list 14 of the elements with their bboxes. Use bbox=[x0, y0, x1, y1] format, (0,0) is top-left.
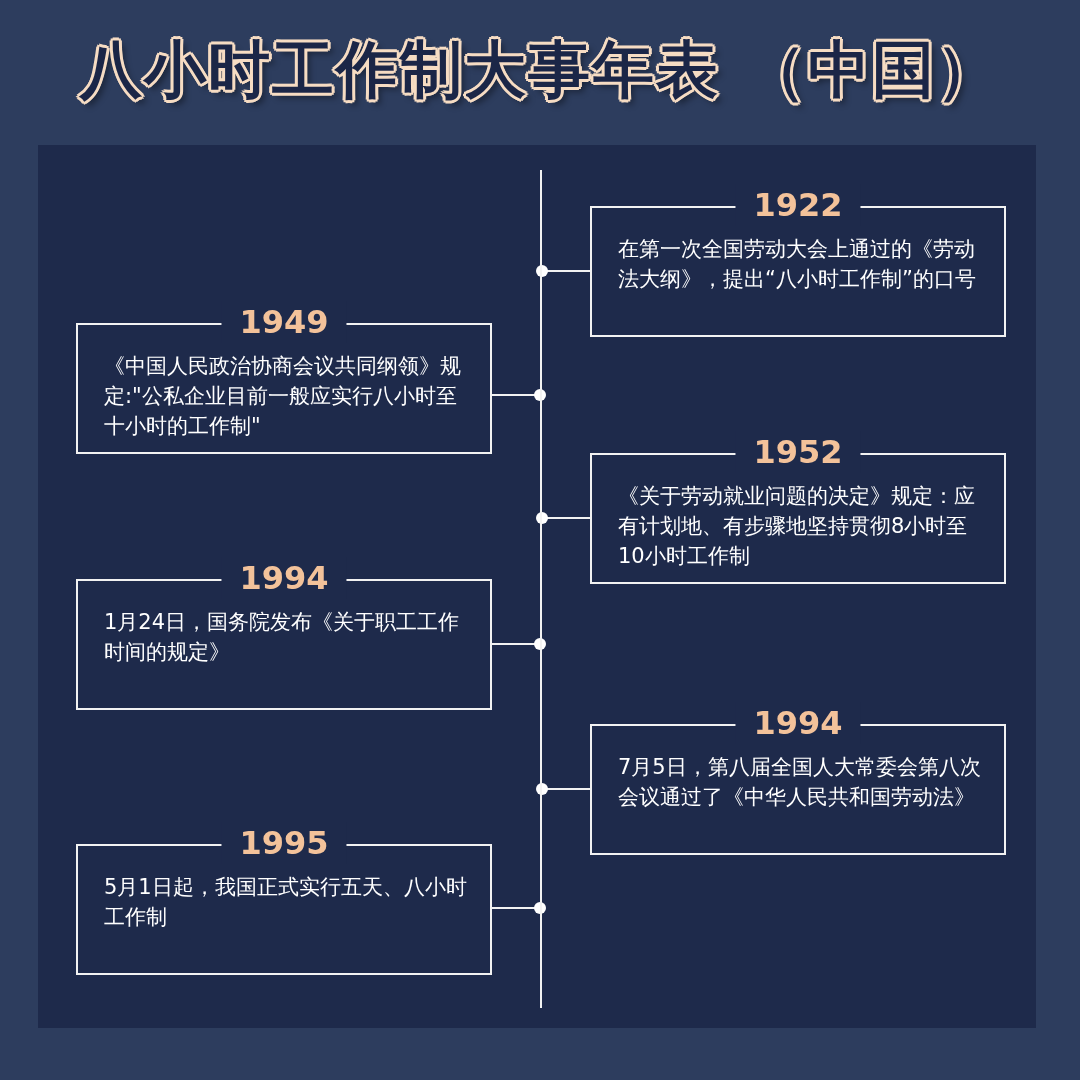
connector-dot-line bbox=[491, 638, 546, 650]
event-text: 5月1日起，我国正式实行五天、八小时工作制 bbox=[104, 874, 468, 931]
event-text: 在第一次全国劳动大会上通过的《劳动法大纲》，提出“八小时工作制”的口号 bbox=[618, 236, 977, 293]
event-text: 《关于劳动就业问题的决定》规定：应有计划地、有步骤地坚持贯彻8小时至10小时工作制 bbox=[618, 483, 976, 570]
connector-dot-line bbox=[536, 512, 591, 524]
event-text: 《中国人民政治协商会议共同纲领》规定:"公私企业目前一般应实行八小时至十小时的工作制" bbox=[104, 353, 462, 440]
connector-dot-line bbox=[536, 265, 591, 277]
connector-dot-line bbox=[491, 389, 546, 401]
connector-dot-line bbox=[491, 902, 546, 914]
title: 八小时工作制大事年表 （中国） bbox=[78, 32, 1001, 108]
connector-dot-line bbox=[536, 783, 591, 795]
event-text: 1月24日，国务院发布《关于职工工作时间的规定》 bbox=[104, 609, 461, 666]
event-text: 7月5日，第八届全国人大常委会第八次会议通过了《中华人民共和国劳动法》 bbox=[618, 754, 982, 811]
timeline-line bbox=[540, 170, 542, 1008]
